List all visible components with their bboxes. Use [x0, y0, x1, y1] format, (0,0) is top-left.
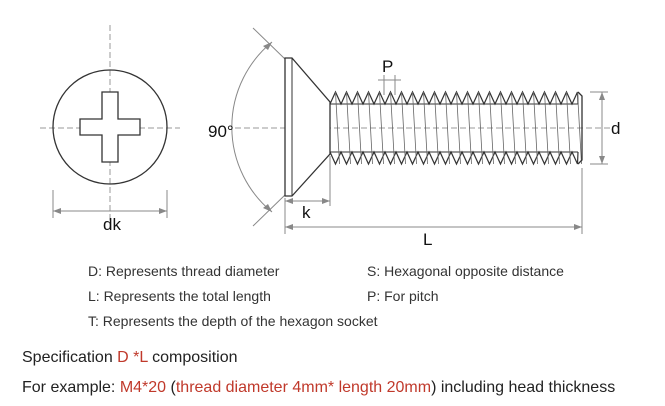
l-arrow-left	[285, 224, 293, 230]
d-label: d	[611, 119, 620, 138]
k-arrow-right	[322, 198, 330, 204]
dk-label: dk	[103, 215, 121, 234]
screw-side-view: 90° P d k L	[208, 27, 620, 249]
example-code: M4*20	[119, 379, 167, 396]
spec-suffix: composition	[147, 349, 238, 366]
dk-arrow-right	[159, 208, 167, 214]
example-detail: thread diameter 4mm* length 20mm	[175, 379, 432, 396]
k-label: k	[302, 203, 311, 222]
angle-leader-bottom	[252, 193, 287, 227]
d-arrow-top	[599, 92, 605, 100]
spec-highlight: D *L	[117, 349, 148, 366]
legend-total-length: L: Represents the total length	[88, 288, 271, 304]
head-circle	[52, 69, 168, 185]
thread-bottom-profile	[329, 150, 579, 166]
example-close: ) including head thickness	[431, 379, 616, 396]
example-line: For example: M4*20 (thread diameter 4mm*…	[22, 379, 615, 397]
legend-pitch: P: For pitch	[367, 288, 439, 304]
angle-leader-top	[252, 27, 287, 61]
screw-tip	[577, 91, 583, 165]
angle-arc	[231, 41, 273, 213]
legend-thread-diameter: D: Represents thread diameter	[88, 263, 280, 279]
example-open: (	[166, 379, 176, 396]
thread-top-profile	[329, 90, 579, 106]
head-top-view: dk	[40, 25, 180, 234]
dk-arrow-left	[53, 208, 61, 214]
phillips-cross-icon	[79, 91, 141, 163]
example-prefix: For example:	[22, 379, 120, 396]
l-arrow-right	[574, 224, 582, 230]
legend-socket-depth: T: Represents the depth of the hexagon s…	[88, 313, 378, 329]
thread-crest-lines	[335, 91, 582, 165]
pitch-label: P	[382, 57, 393, 76]
spec-prefix: Specification	[22, 349, 118, 366]
specification-line: Specification D *L composition	[22, 349, 238, 367]
k-arrow-left	[285, 198, 293, 204]
l-label: L	[423, 230, 432, 249]
d-arrow-bottom	[599, 156, 605, 164]
screw-diagram: dk 90° P d	[40, 25, 620, 249]
angle-label: 90°	[208, 122, 234, 141]
legend-hexagonal-distance: S: Hexagonal opposite distance	[367, 263, 564, 279]
